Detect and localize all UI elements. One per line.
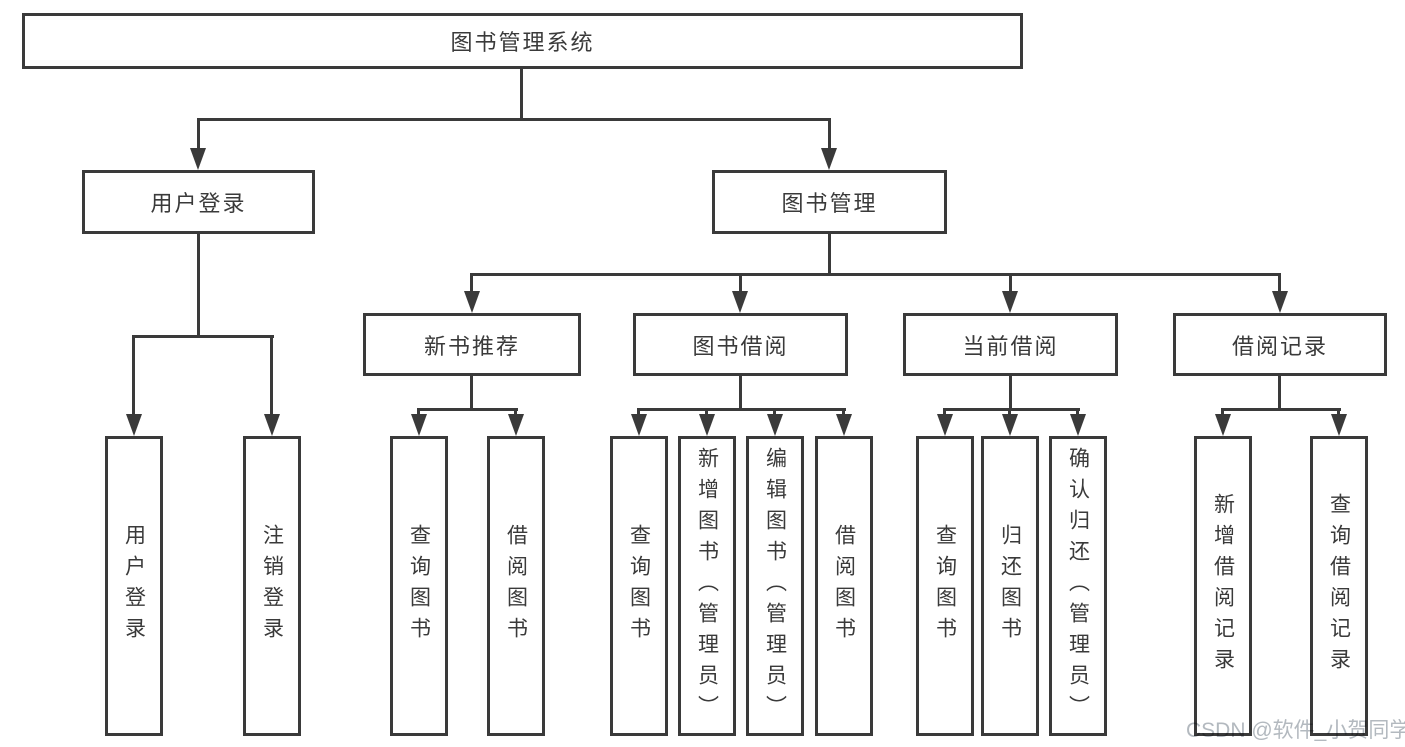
csdn-watermark: CSDN @软件_小贺同学 [1186,719,1405,742]
leaf-label: 查询图书 [627,524,651,648]
arrow-down-icon [464,291,480,313]
connector-drop-user-login [197,118,200,149]
leaf-edit-books-admin: 编辑图书（管理员） [746,436,804,736]
connector-splitter [637,408,846,411]
connector-splitter [1221,408,1341,411]
leaf-label: 用户登录 [122,524,146,648]
connector-drop-new-book [470,273,473,293]
connector-stem [1278,376,1281,410]
leaf-query-books: 查询图书 [390,436,448,736]
leaf-query-books: 查询图书 [610,436,668,736]
leaf-label: 编辑图书（管理员） [763,446,787,726]
node-book-borrow-label: 图书借阅 [692,333,789,359]
arrow-down-icon [1002,291,1018,313]
connector-drop-leaf [842,408,845,416]
leaf-borrow-books: 借阅图书 [815,436,873,736]
connector-drop-leaf [773,408,776,416]
arrow-down-icon [1272,291,1288,313]
arrow-down-icon [836,414,852,436]
connector-root-splitter [197,118,831,121]
connector-splitter [943,408,1080,411]
connector-drop-leaf [943,408,946,416]
arrow-down-icon [126,414,142,436]
connector-drop-leaf [1337,408,1340,416]
node-book-management: 图书管理 [712,170,947,234]
connector-drop-borrow-records [1278,273,1281,293]
node-current-borrow-label: 当前借阅 [962,333,1059,359]
connector-drop-leaf [417,408,420,416]
node-book-borrow: 图书借阅 [633,313,848,376]
arrow-down-icon [1002,414,1018,436]
arrow-down-icon [821,148,837,170]
leaf-label: 确认归还（管理员） [1066,446,1090,726]
connector-splitter [417,408,518,411]
connector-drop-leaf [1008,408,1011,416]
connector-user-login-stem [197,233,200,335]
arrow-down-icon [699,414,715,436]
connector-user-login-splitter [132,335,274,338]
leaf-label: 查询图书 [933,524,957,648]
connector-drop-leaf [705,408,708,416]
leaf-add-books-admin: 新增图书（管理员） [678,436,736,736]
arrow-down-icon [411,414,427,436]
leaf-label: 注销登录 [260,524,284,648]
leaf-query-books: 查询图书 [916,436,974,736]
arrow-down-icon [937,414,953,436]
arrow-down-icon [190,148,206,170]
connector-level3-splitter [470,273,1281,276]
node-borrow-records-label: 借阅记录 [1231,333,1328,359]
connector-drop-leaf [514,408,517,416]
leaf-user-login: 用户登录 [105,436,163,736]
arrow-down-icon [732,291,748,313]
arrow-down-icon [767,414,783,436]
connector-drop-leaf [132,335,135,416]
node-new-book-recommend-label: 新书推荐 [423,333,520,359]
node-root-label: 图书管理系统 [450,30,595,55]
connector-drop-leaf [637,408,640,416]
node-borrow-records: 借阅记录 [1173,313,1387,376]
connector-drop-leaf [1221,408,1224,416]
arrow-down-icon [1070,414,1086,436]
leaf-query-borrow-record: 查询借阅记录 [1310,436,1368,736]
leaf-label: 归还图书 [998,524,1022,648]
leaf-logout: 注销登录 [243,436,301,736]
connector-drop-leaf [270,335,273,416]
leaf-label: 借阅图书 [832,524,856,648]
leaf-borrow-books: 借阅图书 [487,436,545,736]
connector-drop-book-management [828,118,831,149]
arrow-down-icon [508,414,524,436]
leaf-label: 新增图书（管理员） [695,446,719,726]
connector-stem [1009,376,1012,410]
connector-drop-current-borrow [1009,273,1012,293]
leaf-add-borrow-record: 新增借阅记录 [1194,436,1252,736]
arrow-down-icon [264,414,280,436]
leaf-label: 查询图书 [407,524,431,648]
node-root: 图书管理系统 [22,13,1023,69]
node-book-management-label: 图书管理 [781,191,878,216]
connector-book-management-stem [828,233,831,275]
node-current-borrow: 当前借阅 [903,313,1118,376]
node-new-book-recommend: 新书推荐 [363,313,581,376]
node-user-login: 用户登录 [82,170,315,234]
leaf-confirm-return-admin: 确认归还（管理员） [1049,436,1107,736]
arrow-down-icon [631,414,647,436]
leaf-label: 查询借阅记录 [1327,493,1351,679]
connector-drop-book-borrow [739,273,742,293]
leaf-label: 新增借阅记录 [1211,493,1235,679]
connector-stem [470,376,473,410]
leaf-return-books: 归还图书 [981,436,1039,736]
arrow-down-icon [1331,414,1347,436]
node-user-login-label: 用户登录 [150,191,247,216]
leaf-label: 借阅图书 [504,524,528,648]
connector-root-stem [520,67,523,120]
connector-drop-leaf [1076,408,1079,416]
arrow-down-icon [1215,414,1231,436]
connector-stem [739,376,742,410]
